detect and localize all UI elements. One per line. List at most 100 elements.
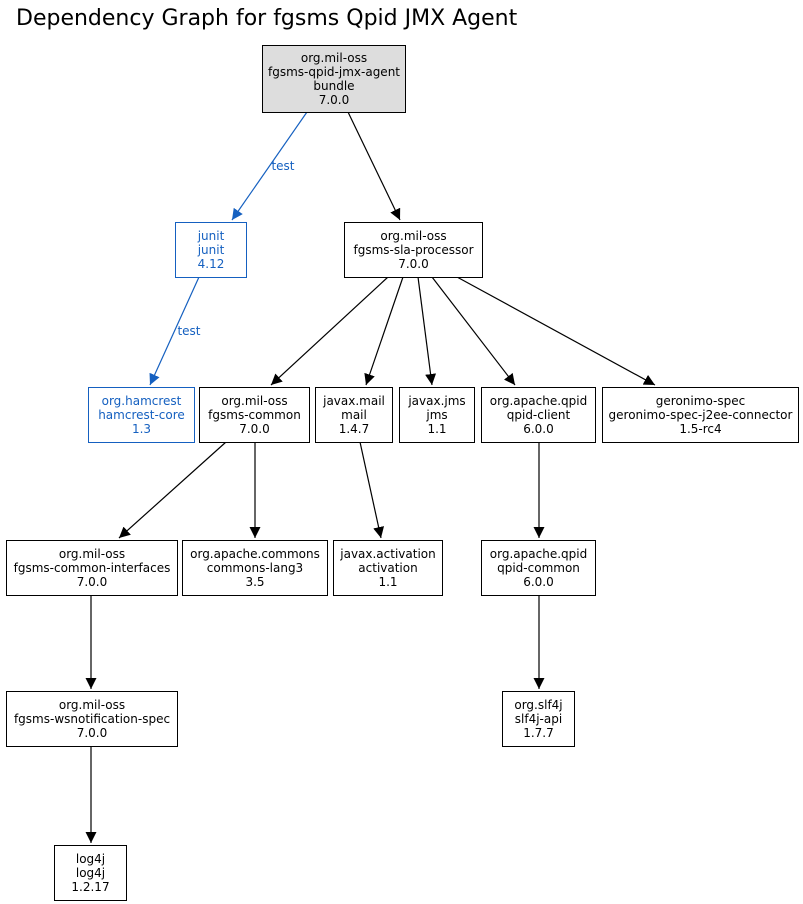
node-text-line: org.mil-oss: [59, 698, 125, 712]
edge-line: [149, 276, 200, 386]
edge-junit-to-hamcrest: test: [149, 276, 201, 386]
node-text-line: 7.0.0: [77, 575, 108, 589]
node-text-line: javax.mail: [322, 394, 385, 408]
page-title: Dependency Graph for fgsms Qpid JMX Agen…: [16, 6, 518, 31]
node-box: [182, 540, 328, 596]
node-text-line: org.apache.commons: [190, 547, 320, 561]
node-text-line: 1.2.17: [71, 880, 109, 894]
node-text-line: org.mil-oss: [301, 51, 367, 65]
node-text-line: org.mil-oss: [59, 547, 125, 561]
edge-root-to-sla: [347, 111, 401, 221]
node-text-line: 1.1: [427, 422, 446, 436]
node-box: [602, 387, 799, 443]
node-text-line: fgsms-common: [208, 408, 301, 422]
node-text-line: hamcrest-core: [98, 408, 185, 422]
node-box: [344, 222, 483, 278]
node-text-line: mail: [341, 408, 367, 422]
node-box: [54, 845, 127, 901]
node-text-line: 4.12: [198, 257, 225, 271]
node-text-line: 7.0.0: [239, 422, 270, 436]
node-wsnotif: org.mil-ossfgsms-wsnotification-spec7.0.…: [6, 691, 178, 747]
node-text-line: fgsms-common-interfaces: [14, 561, 171, 575]
node-box: [481, 387, 596, 443]
edge-common-to-interfaces: [118, 441, 227, 539]
edge-line: [359, 441, 385, 539]
edge-mail-to-activation: [359, 441, 385, 539]
edge-root-to-junit: test: [231, 111, 308, 221]
node-text-line: fgsms-qpid-jmx-agent: [268, 65, 400, 79]
node-text-line: fgsms-sla-processor: [353, 243, 473, 257]
edge-sla-to-mail: [364, 276, 404, 386]
edge-sla-to-qpidclient: [431, 276, 516, 386]
node-text-line: 6.0.0: [523, 422, 554, 436]
edge-sla-to-jms: [417, 276, 437, 386]
node-text-line: 7.0.0: [398, 257, 429, 271]
node-geronimo: geronimo-specgeronimo-spec-j2ee-connecto…: [602, 387, 799, 443]
node-text-line: 1.1: [378, 575, 397, 589]
node-text-line: jms: [425, 408, 447, 422]
node-root: org.mil-ossfgsms-qpid-jmx-agentbundle7.0…: [262, 45, 406, 113]
node-text-line: qpid-client: [507, 408, 571, 422]
node-text-line: geronimo-spec: [656, 394, 745, 408]
node-text-line: log4j: [76, 852, 105, 866]
node-box: [262, 45, 406, 113]
node-text-line: org.apache.qpid: [490, 547, 587, 561]
node-text-line: org.mil-oss: [380, 229, 446, 243]
edge-line: [431, 276, 516, 386]
edge-line: [347, 111, 401, 221]
edge-line: [364, 276, 404, 386]
node-text-line: org.hamcrest: [102, 394, 182, 408]
node-text-line: junit: [197, 243, 225, 257]
node-box: [502, 691, 575, 747]
node-box: [315, 387, 393, 443]
node-text-line: commons-lang3: [207, 561, 303, 575]
node-box: [333, 540, 443, 596]
node-text-line: activation: [358, 561, 417, 575]
node-text-line: fgsms-wsnotification-spec: [14, 712, 170, 726]
node-text-line: 1.5-rc4: [679, 422, 721, 436]
node-box: [6, 691, 178, 747]
node-box: [175, 222, 247, 278]
node-text-line: log4j: [76, 866, 105, 880]
edge-label: test: [271, 159, 294, 173]
node-text-line: qpid-common: [497, 561, 580, 575]
edge-line: [270, 276, 389, 386]
node-text-line: javax.activation: [339, 547, 436, 561]
node-text-line: org.mil-oss: [221, 394, 287, 408]
edge-label: test: [177, 324, 200, 338]
node-text-line: org.apache.qpid: [490, 394, 587, 408]
node-text-line: 7.0.0: [77, 726, 108, 740]
edge-line: [118, 441, 227, 539]
node-text-line: javax.jms: [407, 394, 465, 408]
node-text-line: 1.3: [132, 422, 151, 436]
node-text-line: 3.5: [245, 575, 264, 589]
edge-line: [231, 111, 308, 221]
node-text-line: geronimo-spec-j2ee-connector: [609, 408, 793, 422]
node-text-line: bundle: [313, 79, 354, 93]
node-box: [6, 540, 178, 596]
edge-line: [417, 276, 437, 386]
node-text-line: 1.7.7: [523, 726, 554, 740]
node-box: [199, 387, 310, 443]
edge-sla-to-geronimo: [456, 276, 656, 386]
node-text-line: junit: [197, 229, 225, 243]
node-text-line: 7.0.0: [319, 93, 350, 107]
edge-line: [456, 276, 656, 386]
edge-sla-to-common: [270, 276, 389, 386]
node-text-line: org.slf4j: [514, 698, 562, 712]
nodes-layer: org.mil-ossfgsms-qpid-jmx-agentbundle7.0…: [6, 45, 799, 901]
